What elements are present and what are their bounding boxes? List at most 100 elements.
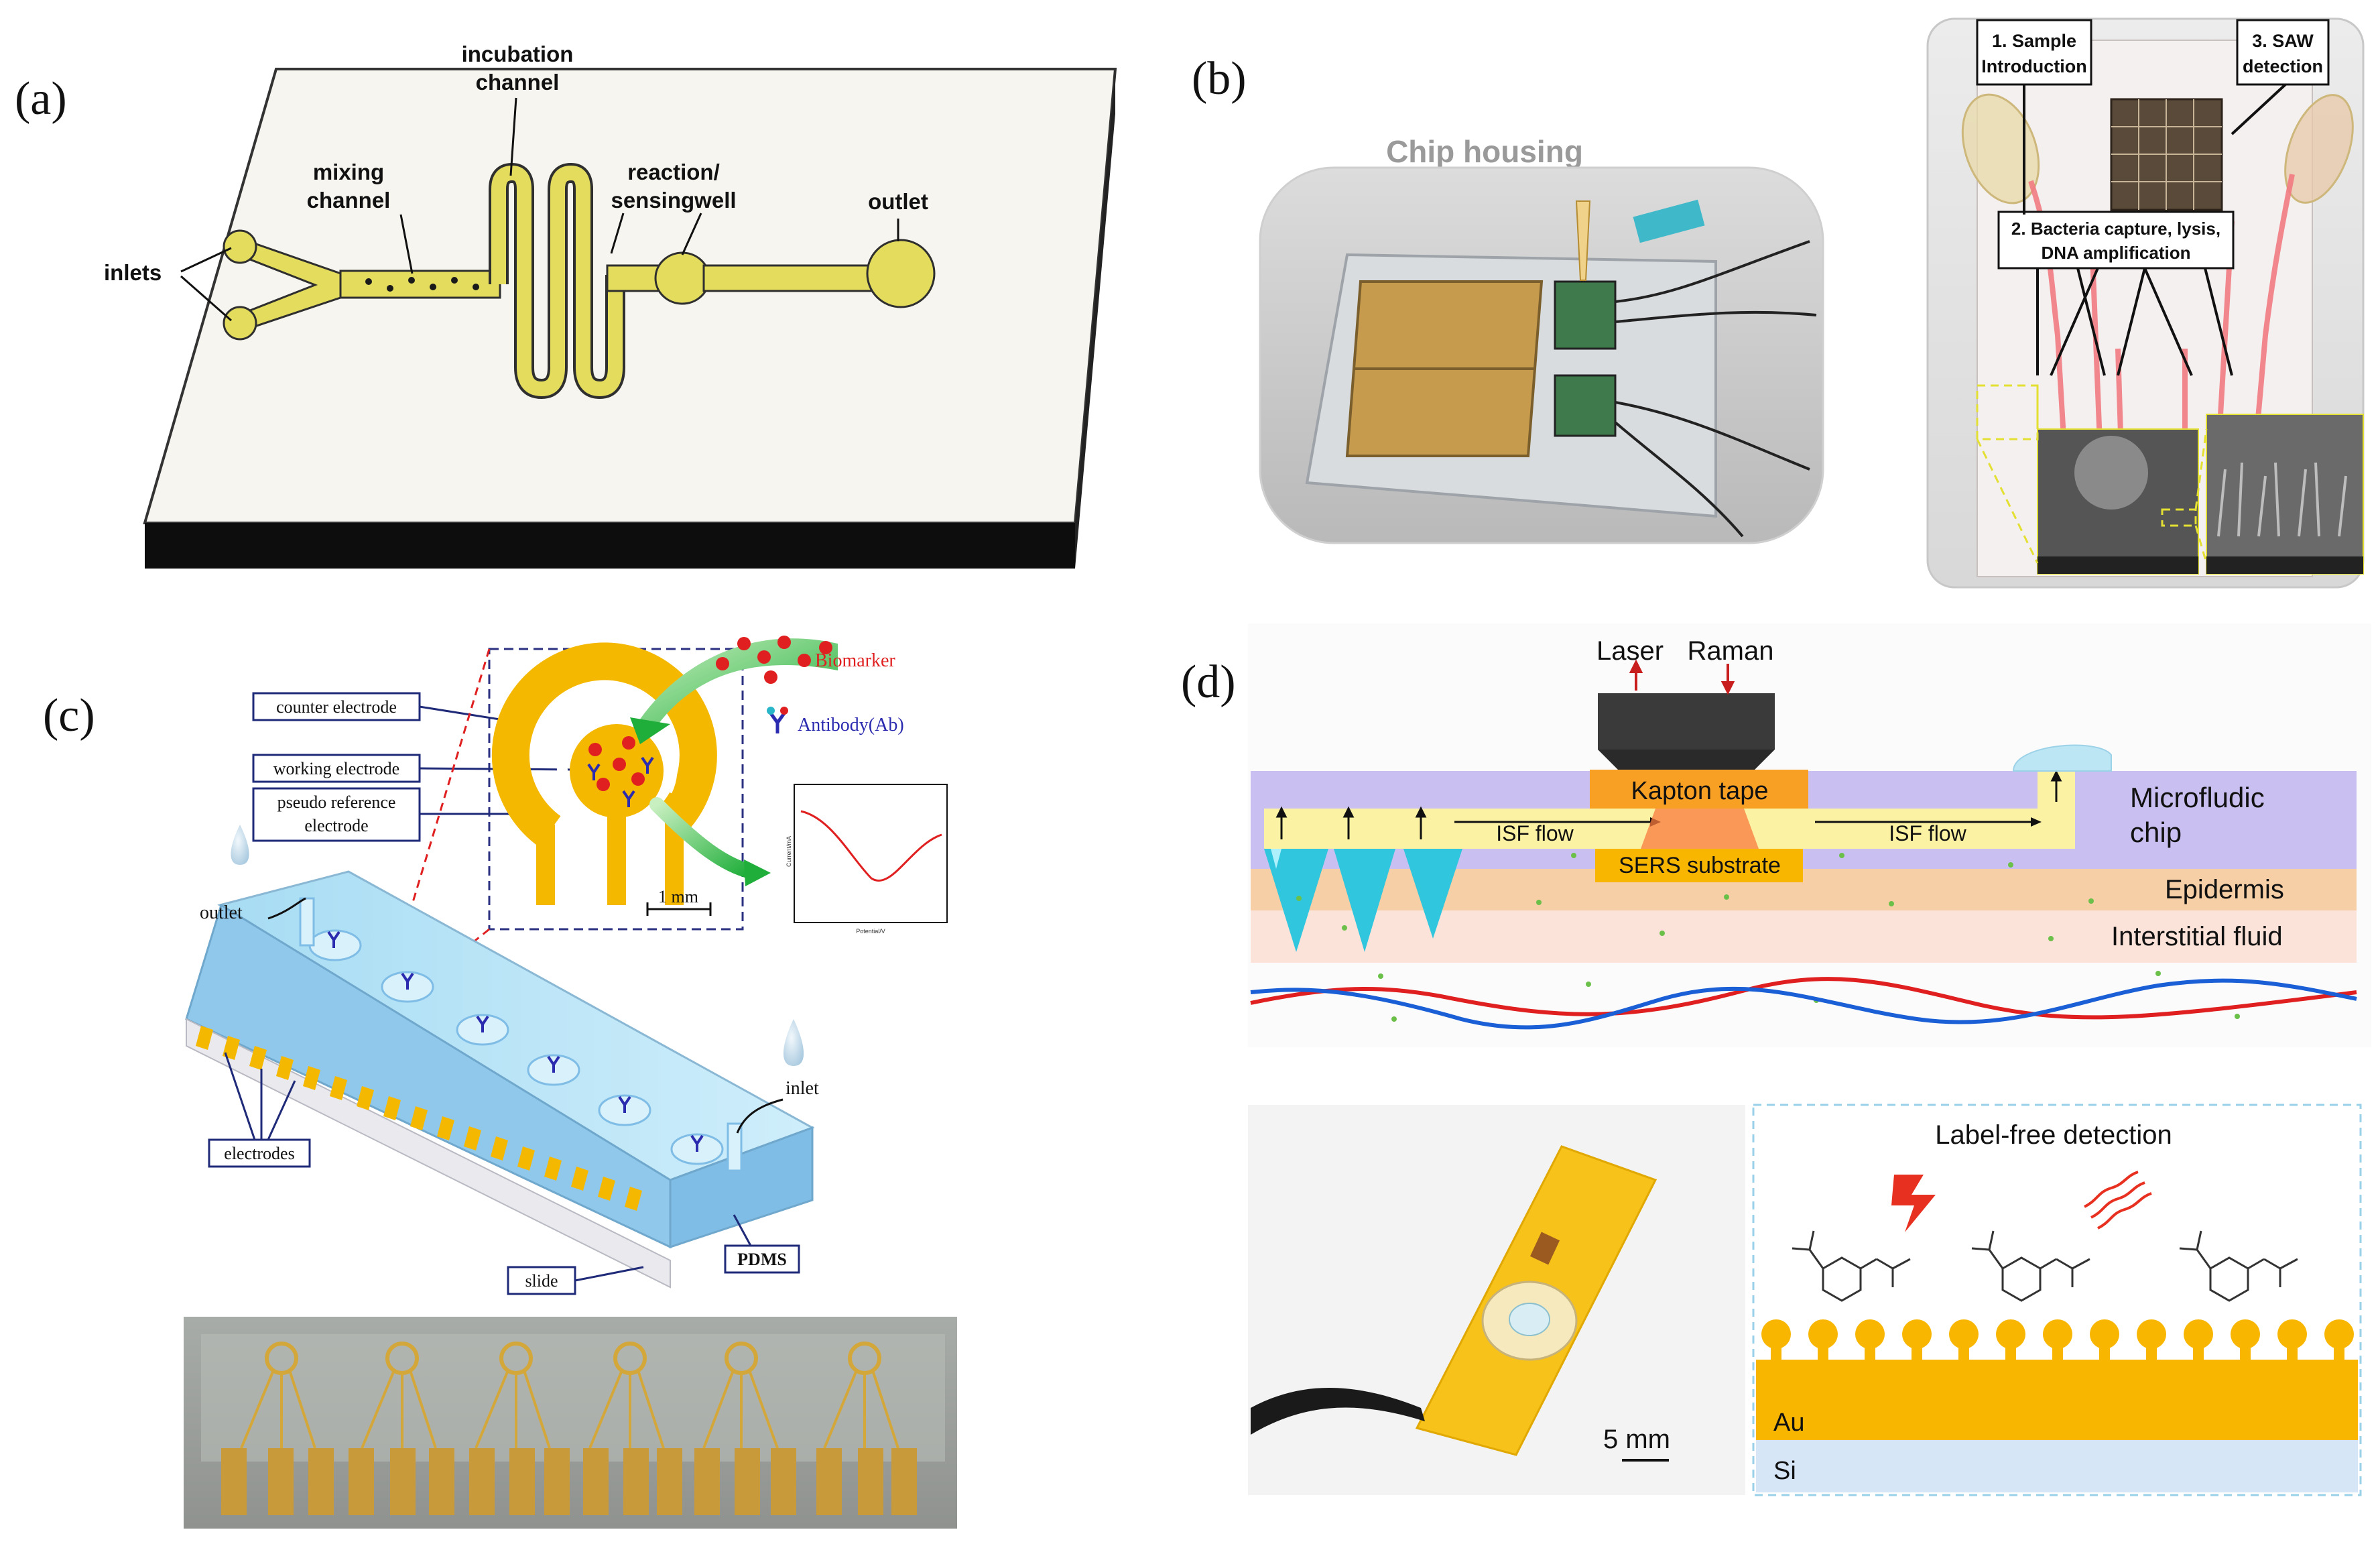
panel-d-letter: (d) (1181, 656, 1236, 708)
panel-d: (d) (1181, 624, 2371, 1496)
svg-text:Introduction: Introduction (1981, 56, 2086, 76)
aspirin-molecule-2 (1971, 1230, 2090, 1302)
device-photo (184, 1317, 957, 1529)
microneedles (1264, 849, 1462, 952)
aspirin-molecule-3 (2179, 1230, 2298, 1302)
panel-b: (b) Chip housing (1192, 17, 2365, 589)
electrodes-arrows (224, 1052, 296, 1140)
analyte-dots (1296, 853, 2240, 1022)
si-label: Si (1773, 1457, 1796, 1485)
antibody-biomarker-cluster (587, 736, 654, 807)
label-counter-electrode: counter electrode (252, 692, 421, 721)
patch-photo: 5 mm (1248, 1105, 1745, 1495)
label-incubation-channel: channel (476, 70, 560, 95)
electrode-scale-bar-label: 1 mm (658, 887, 698, 906)
sers-substrate (1595, 849, 1803, 882)
label-mixing: mixing (313, 160, 384, 184)
interstitial-label: Interstitial fluid (2111, 922, 2283, 951)
antibody-legend-icon (767, 707, 788, 733)
outlet-drop (231, 825, 249, 865)
chip-housing-photo (1259, 166, 1824, 544)
isf-flow-right-label: ISF flow (1889, 821, 1966, 845)
zoom-lines (1976, 384, 2208, 564)
svg-text:1. Sample: 1. Sample (1992, 31, 2076, 51)
label-free-schematic: Label-free detection (1752, 1104, 2362, 1496)
mixing-channel (339, 270, 501, 299)
aspirin-molecule-1 (1792, 1230, 1911, 1302)
saw-chip-photo: 1. Sample Introduction 3. SAW detection … (1926, 17, 2365, 589)
label-sensingwell: sensingwell (611, 188, 736, 213)
label-pseudo-reference: pseudo reference electrode (252, 787, 421, 842)
electrode-assembly: 1 mm (491, 642, 717, 916)
svg-text:3. SAW: 3. SAW (2252, 31, 2314, 51)
panel-c-letter: (c) (43, 690, 95, 742)
kapton-label: Kapton tape (1631, 777, 1769, 805)
plot-xlabel: Potential/V (856, 928, 885, 935)
reservoir-dome (2012, 744, 2112, 772)
reaction-channel (606, 239, 936, 308)
microfluidic-device (185, 870, 815, 1289)
label-pdms: PDMS (724, 1244, 800, 1274)
chip-housing-title: Chip housing (1386, 134, 1583, 169)
plot-ylabel: Current/mA (786, 836, 792, 867)
panel-a-letter: (a) (15, 73, 67, 125)
svg-text:2. Bacteria capture, lysis,: 2. Bacteria capture, lysis, (2011, 219, 2220, 239)
scatter-wave-icon (2084, 1171, 2152, 1230)
raman-label: Raman (1688, 636, 1774, 666)
incubation-channel (489, 163, 625, 399)
svg-text:electrodes: electrodes (224, 1144, 294, 1163)
panel-c: (c) counter electrode working electrode … (43, 636, 957, 1529)
panel-a-leader-lines (180, 97, 899, 322)
svg-text:electrode: electrode (304, 816, 368, 835)
microfluidic-chip-label: chip (2130, 817, 2182, 848)
label-mixing-channel: channel (307, 188, 391, 213)
objective-lens (1598, 693, 1775, 770)
label-incubation: incubation (462, 42, 574, 66)
inlet-arrow (736, 1098, 784, 1134)
si-layer (1756, 1440, 2358, 1492)
kapton-tape (1590, 770, 1808, 849)
epidermis-label: Epidermis (2165, 875, 2284, 904)
label-working-electrode: working electrode (252, 754, 421, 783)
svg-text:pseudo reference: pseudo reference (277, 792, 396, 812)
callout-bacteria-capture: 2. Bacteria capture, lysis, DNA amplific… (1997, 211, 2235, 270)
vessel-blue (1250, 978, 2357, 1030)
microfluidic-label: Microfludic (2130, 782, 2265, 813)
callout-sample-introduction: 1. Sample Introduction (1976, 19, 2092, 86)
biomarker-arrow (630, 636, 838, 744)
sers-label: SERS substrate (1619, 853, 1781, 878)
svg-text:slide: slide (525, 1271, 558, 1291)
svg-text:DNA amplification: DNA amplification (2042, 243, 2191, 263)
panel-a: (a) (15, 42, 1117, 569)
isf-flow-left-label: ISF flow (1496, 821, 1574, 845)
laser-raman-arrows (1629, 659, 1735, 695)
au-nanopillars (1761, 1319, 2354, 1365)
up-arrows (1275, 770, 2062, 839)
callout-arrows (2023, 83, 2287, 376)
sem-inset-left (2037, 428, 2199, 575)
patch-scale-label: 5 mm (1603, 1425, 1670, 1454)
outlet-arrow (267, 897, 306, 920)
chip-board (143, 68, 1117, 569)
panel-b-letter: (b) (1192, 53, 1247, 105)
biomarker-label: Biomarker (815, 650, 895, 671)
inlet-drop (783, 1019, 804, 1066)
svg-text:detection: detection (2243, 56, 2323, 76)
label-slide: slide (507, 1266, 576, 1295)
inlet-label: inlet (786, 1078, 819, 1099)
label-inlets: inlets (104, 260, 162, 285)
slide-leader (574, 1266, 644, 1282)
pdms-leader (733, 1214, 752, 1246)
label-electrodes: electrodes (208, 1138, 311, 1168)
label-reaction: reaction/ (627, 160, 720, 184)
outlet-label: outlet (200, 902, 243, 923)
antibody-label: Antibody(Ab) (798, 715, 904, 735)
label-free-title: Label-free detection (1935, 1120, 2172, 1150)
au-label: Au (1773, 1409, 1804, 1437)
svg-text:PDMS: PDMS (737, 1250, 787, 1269)
svg-text:working electrode: working electrode (273, 759, 399, 778)
sem-inset-right (2206, 414, 2364, 575)
current-potential-plot: Current/mA Potential/V (786, 784, 948, 935)
au-layer (1756, 1360, 2358, 1440)
